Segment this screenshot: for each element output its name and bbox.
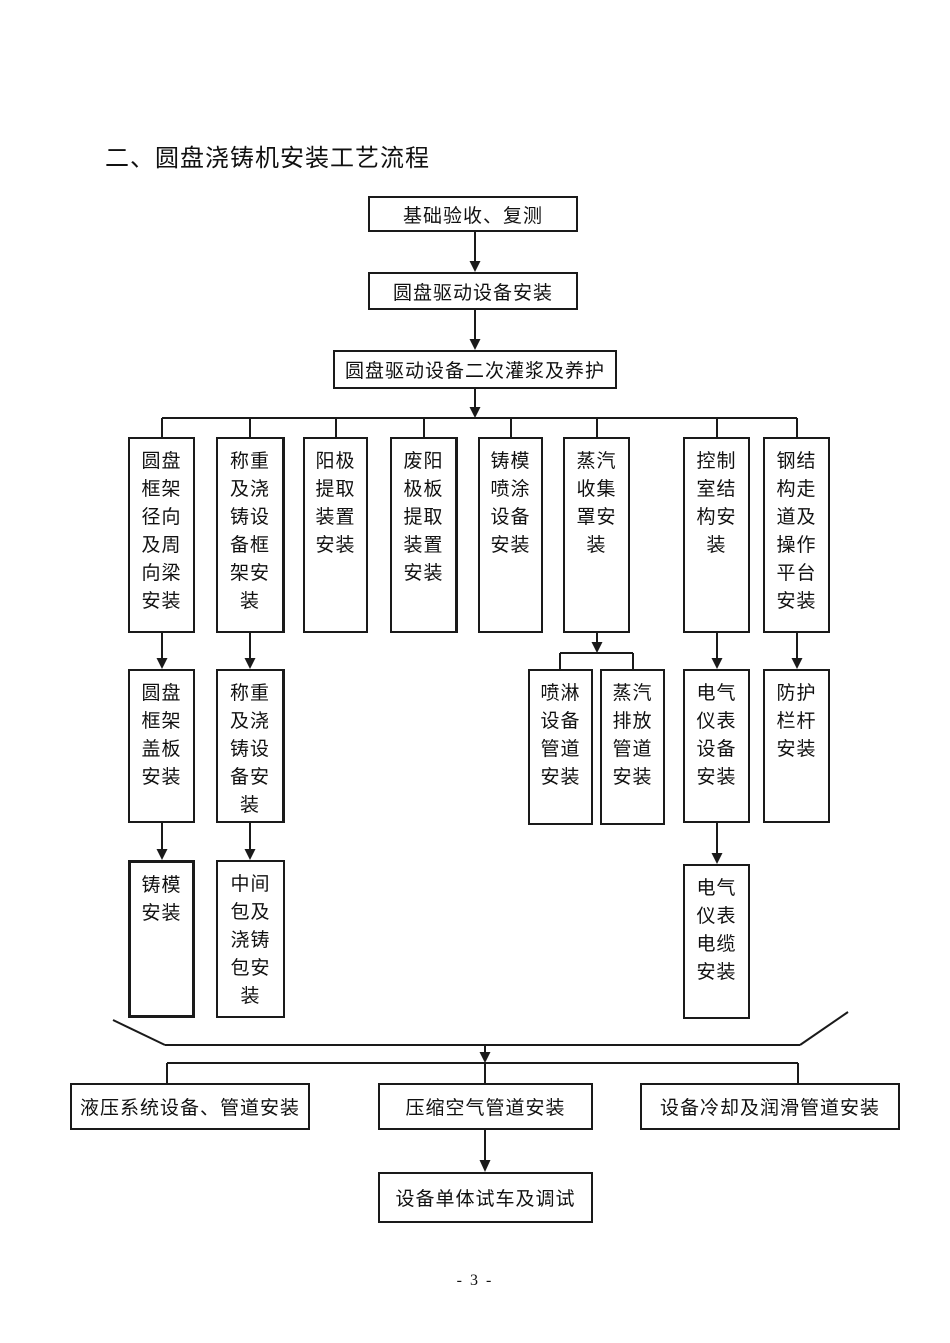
flow-node-drive-install: 圆盘驱动设备安装 [368, 272, 578, 310]
flow-node-anode-extract: 阳极提取装置安装 [303, 437, 368, 633]
arrow-down [469, 232, 481, 418]
arrow-down [156, 823, 723, 864]
flow-node-frame-cover: 圆盘框架盖板安装 [128, 669, 195, 823]
flow-node-label: 蒸汽收集罩安装 [576, 451, 617, 556]
flow-node-label: 铸模喷涂设备安装 [490, 451, 531, 556]
page-title: 二、圆盘浇铸机安装工艺流程 [105, 146, 430, 172]
flow-node-hydraulic-piping: 液压系统设备、管道安装 [70, 1083, 310, 1130]
flow-node-weigh-cast-frame: 称重及浇铸设备框架安装 [216, 437, 285, 633]
flow-node-steam-discharge-piping: 蒸汽排放管道安装 [600, 669, 665, 825]
arrow-down [156, 633, 803, 669]
flow-node-label: 圆盘框架盖板安装 [141, 683, 182, 788]
flow-node-label: 称重及浇铸设备安装 [229, 683, 270, 816]
flow-node-foundation-check: 基础验收、复测 [368, 196, 578, 232]
flow-node-drive-grout: 圆盘驱动设备二次灌浆及养护 [333, 350, 617, 389]
flow-node-electrical-instrument-cables: 电气仪表电缆安装 [683, 864, 750, 1019]
flow-node-mold-spray: 铸模喷涂设备安装 [478, 437, 543, 633]
flow-node-guard-rails: 防护栏杆安装 [763, 669, 830, 823]
arrow-down [479, 1130, 491, 1172]
flow-node-label: 电气仪表设备安装 [696, 683, 737, 788]
flow-node-label: 防护栏杆安装 [776, 683, 817, 760]
collector-line [112, 1011, 849, 1083]
flow-node-spray-piping: 喷淋设备管道安装 [528, 669, 593, 825]
flow-node-commissioning: 设备单体试车及调试 [378, 1172, 593, 1223]
flow-node-cooling-lube-piping: 设备冷却及润滑管道安装 [640, 1083, 900, 1130]
flow-node-spent-anode-extract: 废阳极板提取装置安装 [390, 437, 458, 633]
flow-node-frame-beams: 圆盘框架径向及周向梁安装 [128, 437, 195, 633]
flow-node-label: 称重及浇铸设备框架安装 [229, 451, 270, 612]
flow-node-label: 蒸汽排放管道安装 [612, 683, 653, 788]
flow-node-steel-walkway: 钢结构走道及操作平台安装 [763, 437, 830, 633]
flow-node-tundish-ladle: 中间包及浇铸包安装 [216, 860, 285, 1018]
flow-node-label: 铸模安装 [141, 875, 182, 924]
flow-node-label: 电气仪表电缆安装 [696, 878, 737, 983]
flow-node-compressed-air-piping: 压缩空气管道安装 [378, 1083, 593, 1130]
branch-rail [161, 417, 798, 437]
flow-node-control-room: 控制室结构安装 [683, 437, 750, 633]
page-number: - 3 - [456, 1272, 494, 1289]
flow-node-label: 圆盘框架径向及周向梁安装 [141, 451, 182, 612]
flow-node-label: 控制室结构安装 [696, 451, 737, 556]
flow-node-label: 阳极提取装置安装 [315, 451, 356, 556]
flow-node-electrical-instrument-equipment: 电气仪表设备安装 [683, 669, 750, 823]
flow-node-label: 废阳极板提取装置安装 [403, 451, 444, 584]
flow-node-label: 钢结构走道及操作平台安装 [776, 451, 817, 612]
flow-node-weigh-cast-equipment: 称重及浇铸设备安装 [216, 669, 285, 823]
flow-node-label: 中间包及浇铸包安装 [230, 874, 271, 1007]
split-bracket [559, 652, 634, 669]
flow-node-steam-hood: 蒸汽收集罩安装 [563, 437, 630, 633]
flow-node-label: 喷淋设备管道安装 [540, 683, 581, 788]
flow-node-mold-install: 铸模安装 [128, 860, 195, 1018]
